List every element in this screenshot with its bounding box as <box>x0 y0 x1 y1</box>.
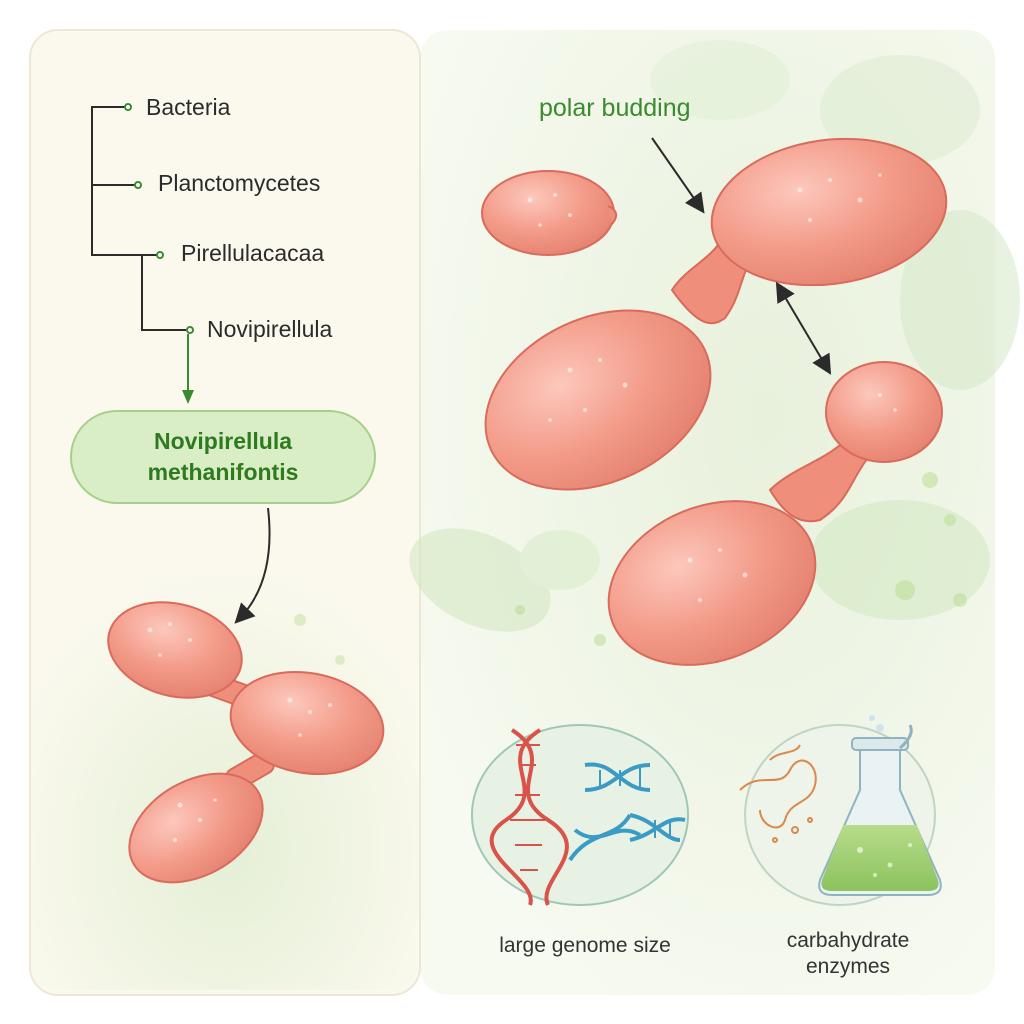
taxon-genus-label: Novipirellula <box>207 316 333 342</box>
right-cell-cluster <box>481 137 948 666</box>
enzymes-caption: carbahydrate enzymes <box>748 928 948 980</box>
taxonomy-nodes <box>124 103 194 334</box>
polar-budding-arrow <box>651 137 705 214</box>
genome-size-caption: large genome size <box>499 934 671 957</box>
budding-stalk-2 <box>768 443 872 523</box>
daughter-bud-lower <box>825 361 943 463</box>
enzymes-caption-line2: enzymes <box>805 955 891 978</box>
species-genus-text: Novipirellula <box>153 428 293 454</box>
mother-cell-lower <box>607 500 817 666</box>
free-cell-tip <box>607 205 618 225</box>
background-leaves <box>409 40 1020 632</box>
left-cell-3 <box>128 772 264 884</box>
budding-stalk-1 <box>670 243 757 325</box>
daughter-bud-upper <box>710 137 948 287</box>
taxon-family-label: Pirellulacacaa <box>181 240 325 266</box>
enzymes-caption-line1: carbahydrate <box>786 929 910 952</box>
left-cell-2 <box>229 670 385 776</box>
left-cell-1 <box>107 601 243 699</box>
taxonomy-tree <box>91 106 186 331</box>
flask-icon <box>818 715 942 896</box>
species-name-box: Novipirellula methanifontis <box>70 410 376 504</box>
dna-helix-icon <box>489 728 686 906</box>
polar-budding-label: polar budding <box>539 94 691 122</box>
species-to-cells-arrow <box>234 507 271 624</box>
free-cell <box>481 170 615 256</box>
mother-cell-upper <box>484 309 712 491</box>
left-cell-cluster <box>107 601 385 884</box>
taxon-domain-label: Bacteria <box>146 94 231 120</box>
enzyme-molecule-icon <box>739 744 817 843</box>
background-dots <box>294 472 967 665</box>
taxonomy-arrowhead <box>182 390 194 404</box>
genome-icon-circle <box>471 724 689 906</box>
budding-distance-arrow <box>775 281 832 375</box>
taxon-phylum-label: Planctomycetes <box>158 170 321 196</box>
species-epithet-text: methanifontis <box>147 459 299 485</box>
